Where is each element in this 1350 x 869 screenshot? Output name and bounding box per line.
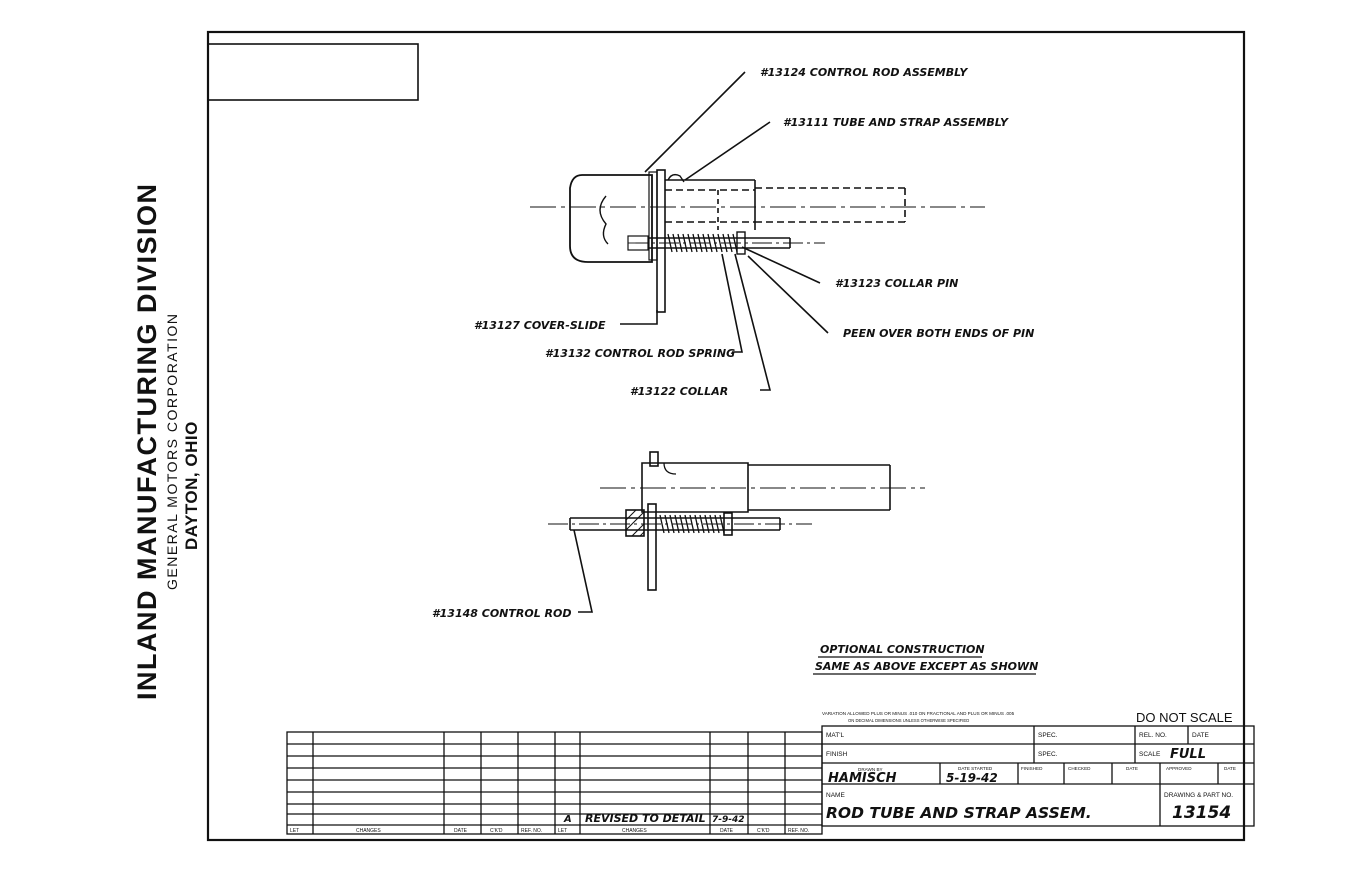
- change-header-date: DATE: [454, 828, 468, 834]
- drawn-by-label: DRAWN BY: [858, 767, 883, 772]
- checked-label: CHECKED: [1068, 766, 1091, 771]
- callout-control-rod-assembly: #13124 CONTROL ROD ASSEMBLY: [760, 66, 968, 79]
- callout-collar: #13122 COLLAR: [630, 385, 728, 398]
- spec-label-2: SPEC.: [1038, 751, 1058, 758]
- change-header-ckd-2: C'K'D: [757, 828, 770, 834]
- date-label-1: DATE: [1192, 732, 1210, 739]
- drawing-part-label: DRAWING & PART NO.: [1164, 792, 1233, 799]
- optional-construction-view: [548, 451, 925, 613]
- callout-cover-slide: #13127 COVER-SLIDE: [474, 319, 606, 332]
- scale-value: FULL: [1170, 747, 1206, 762]
- note-optional-construction: OPTIONAL CONSTRUCTION: [820, 643, 985, 656]
- change-entry-letter: A: [563, 814, 572, 825]
- finished-label: FINISHED: [1021, 766, 1043, 771]
- callout-collar-pin: #13123 COLLAR PIN: [835, 277, 958, 290]
- change-header-date-2: DATE: [720, 828, 734, 834]
- change-entry-date: 7-9-42: [712, 815, 745, 825]
- change-entry-text: REVISED TO DETAIL: [585, 812, 706, 825]
- drawn-by-value: HAMISCH: [828, 771, 897, 786]
- callout-tube-strap-assembly: #13111 TUBE AND STRAP ASSEMBLY: [783, 116, 1009, 129]
- change-header-changes: CHANGES: [356, 828, 381, 834]
- drawing-border: [206, 30, 1246, 842]
- change-header-changes-2: CHANGES: [622, 828, 647, 834]
- finish-label: FINISH: [826, 751, 848, 758]
- rel-no-label: REL. NO.: [1139, 732, 1167, 739]
- do-not-scale: DO NOT SCALE: [1136, 710, 1233, 725]
- callout-peen-note: PEEN OVER BOTH ENDS OF PIN: [843, 327, 1034, 340]
- note-same-as-above: SAME AS ABOVE EXCEPT AS SHOWN: [815, 660, 1038, 673]
- scale-label: SCALE: [1139, 751, 1161, 758]
- change-block: [286, 731, 823, 835]
- date-started-value: 5-19-42: [946, 771, 998, 785]
- change-header-ref-2: REF. NO.: [788, 828, 809, 834]
- date-label-3: DATE: [1224, 766, 1236, 771]
- name-label: NAME: [826, 792, 845, 799]
- tolerance-note-line2: ON DECIMAL DIMENSIONS UNLESS OTHERWISE S…: [848, 718, 969, 723]
- approved-label: APPROVED: [1166, 766, 1192, 771]
- callout-control-rod: #13148 CONTROL ROD: [432, 607, 572, 620]
- change-header-let-2: LET: [558, 828, 567, 834]
- matl-label: MAT'L: [826, 732, 844, 739]
- corner-box: [207, 43, 419, 101]
- title-block: [821, 725, 1255, 827]
- drawing-part-value: 13154: [1172, 803, 1231, 823]
- change-header-ref: REF. NO.: [521, 828, 542, 834]
- date-label-2: DATE: [1126, 766, 1138, 771]
- date-started-label: DATE STARTED: [958, 766, 993, 771]
- change-header-let: LET: [290, 828, 299, 834]
- spec-label-1: SPEC.: [1038, 732, 1058, 739]
- callout-control-rod-spring: #13132 CONTROL ROD SPRING: [545, 347, 735, 360]
- name-value: ROD TUBE AND STRAP ASSEM.: [826, 804, 1092, 822]
- tolerance-note-line1: VARIATION ALLOWED PLUS OR MINUS .010 ON …: [822, 711, 1015, 716]
- top-assembly-view: [530, 71, 985, 391]
- change-header-ckd: C'K'D: [490, 828, 503, 834]
